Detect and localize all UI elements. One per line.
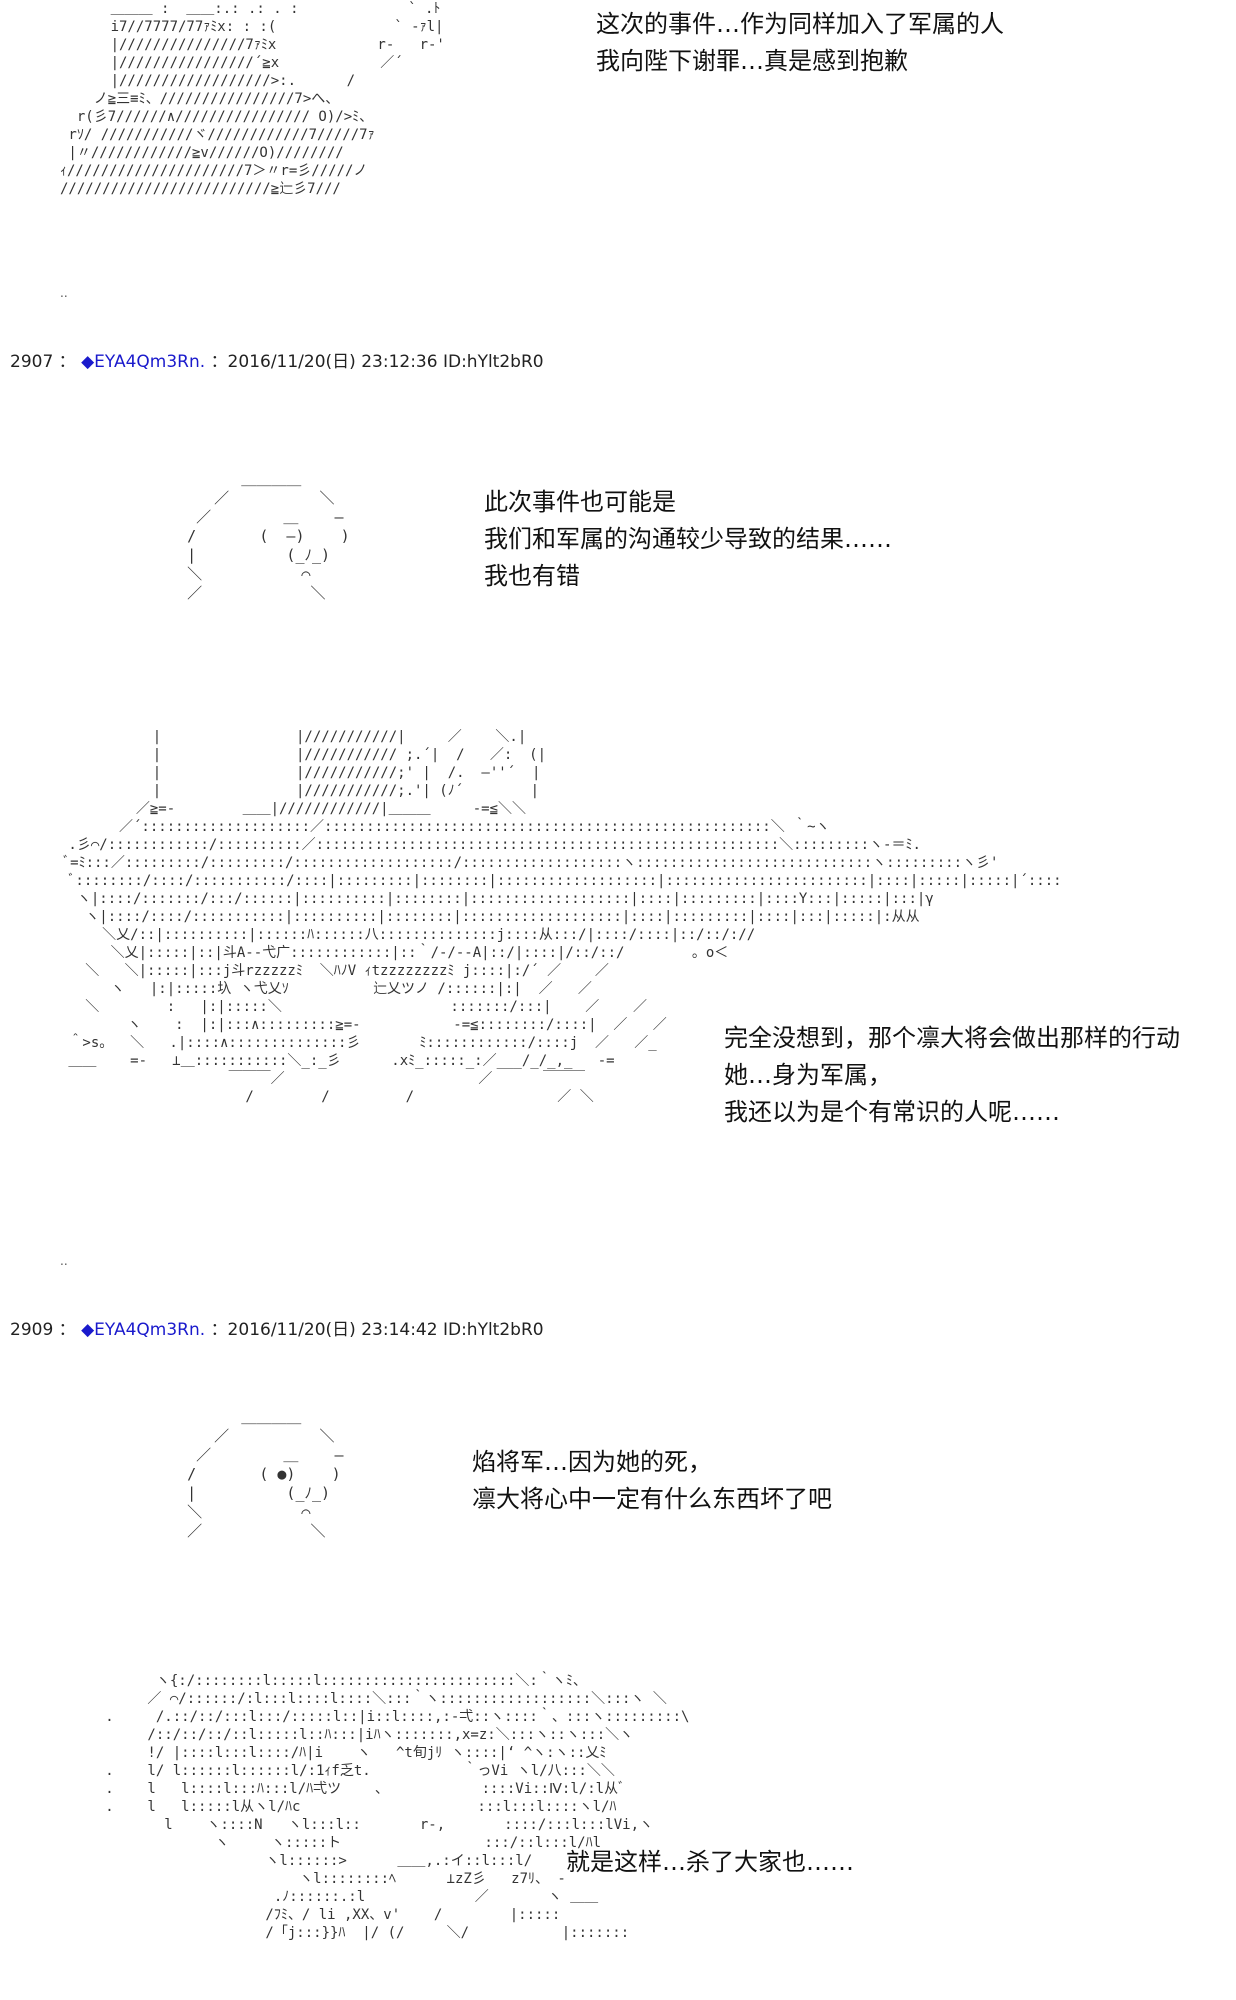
ascii-art-top: ＿＿＿ : ＿＿:.: .: . : ` .ﾄ i7//7777/77ｧﾐx: … — [60, 1, 445, 197]
ascii-art-bottom-character: ヽ{:/::::::::l:::::l:::::::::::::::::::::… — [105, 1673, 690, 1941]
dialog-line: 我们和军属的沟通较少导致的结果…… — [484, 525, 892, 553]
post-separator-colon: ： — [58, 352, 76, 372]
ascii-art-large-character: | |///////////| ／ ＼.| | |/////////// ;.´… — [60, 729, 1062, 1105]
poster-trip[interactable]: ◆EYA4Qm3Rn. — [81, 352, 206, 372]
dialog-2907b: 完全没想到，那个凛大将会做出那样的行动 她…身为军属， 我还以为是个有常识的人呢… — [724, 1020, 1180, 1131]
post-separator-colon: ： — [58, 1320, 76, 1340]
post-meta: ：2016/11/20(日) 23:12:36 ID:hYlt2bR0 — [210, 352, 544, 372]
post-separator: .. — [60, 286, 68, 300]
post-separator: .. — [60, 1254, 68, 1268]
dialog-2909b: 就是这样…杀了大家也…… — [566, 1844, 854, 1881]
dialog-2907: 此次事件也可能是 我们和军属的沟通较少导致的结果…… 我也有错 — [484, 484, 892, 595]
dialog-line: 我还以为是个有常识的人呢…… — [724, 1098, 1060, 1126]
ascii-art-face-2: ＿＿＿＿ ／ ＼ ／ ＿ ― / ( ●) ) | (_ﾉ_) ＼ ⌒ ／ ＼ — [187, 1408, 344, 1540]
dialog-line: 就是这样…杀了大家也…… — [566, 1848, 854, 1876]
dialog-2909: 焰将军…因为她的死， 凛大将心中一定有什么东西坏了吧 — [472, 1444, 832, 1518]
dialog-line: 我也有错 — [484, 562, 580, 590]
poster-trip[interactable]: ◆EYA4Qm3Rn. — [81, 1320, 206, 1340]
dialog-line: 完全没想到，那个凛大将会做出那样的行动 — [724, 1024, 1180, 1052]
dialog-line: 这次的事件…作为同样加入了军属的人 — [596, 10, 1004, 38]
post-header-2907: 2907 ： ◆EYA4Qm3Rn. ：2016/11/20(日) 23:12:… — [10, 347, 544, 372]
dialog-line: 凛大将心中一定有什么东西坏了吧 — [472, 1485, 832, 1513]
dialog-line: 此次事件也可能是 — [484, 488, 676, 516]
post-meta: ：2016/11/20(日) 23:14:42 ID:hYlt2bR0 — [210, 1320, 544, 1340]
dialog-line: 焰将军…因为她的死， — [472, 1448, 712, 1476]
dialog-line: 我向陛下谢罪…真是感到抱歉 — [596, 47, 908, 75]
post-header-2909: 2909 ： ◆EYA4Qm3Rn. ：2016/11/20(日) 23:14:… — [10, 1315, 544, 1340]
dialog-top: 这次的事件…作为同样加入了军属的人 我向陛下谢罪…真是感到抱歉 — [596, 6, 1004, 80]
ascii-art-face-1: ＿＿＿＿ ／ ＼ ／ ＿ ― / ( ―) ) | (_ﾉ_) ＼ ⌒ ／ ＼ — [187, 470, 350, 602]
dialog-line: 她…身为军属， — [724, 1061, 892, 1089]
post-number: 2909 — [10, 1320, 54, 1340]
post-number: 2907 — [10, 352, 54, 372]
